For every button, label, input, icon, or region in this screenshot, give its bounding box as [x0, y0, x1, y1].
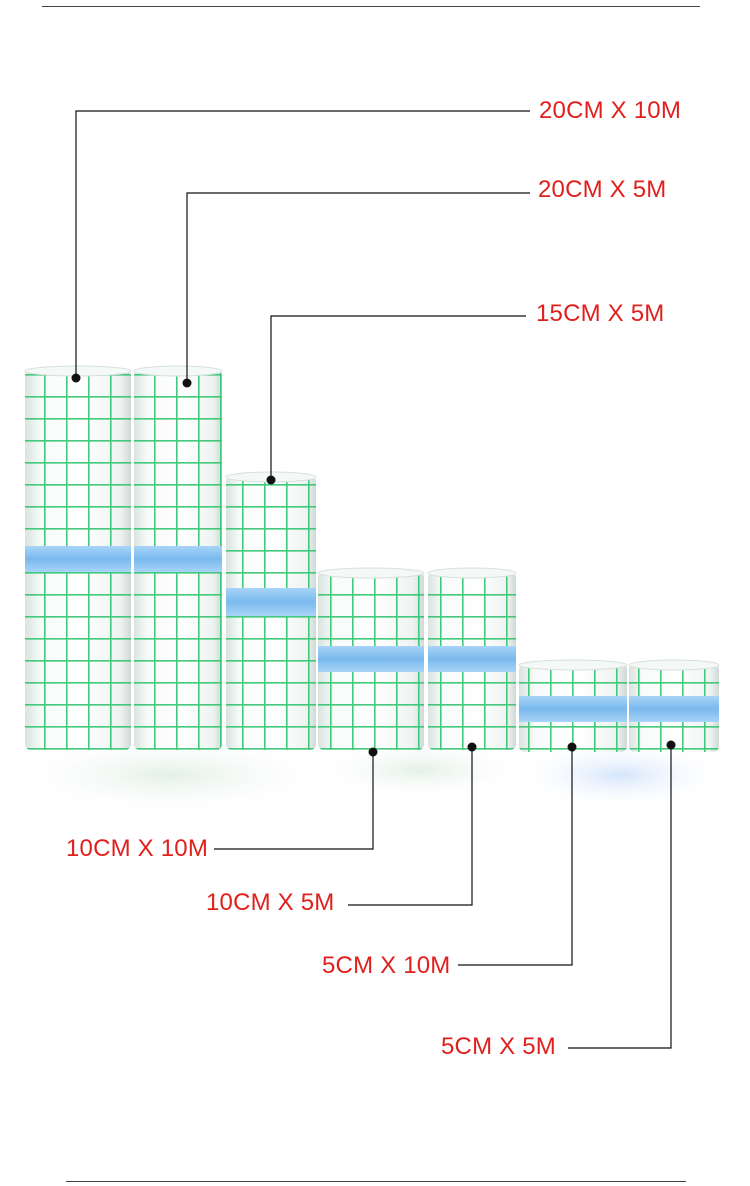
roll-reflection: [310, 740, 530, 800]
leader-dot: [666, 740, 676, 750]
leader-dot: [266, 475, 276, 485]
size-label-10cm-5m: 10CM X 5M: [206, 889, 335, 916]
leader-line: [270, 315, 526, 480]
leader-line: [214, 752, 374, 850]
roll-reflection: [0, 735, 340, 815]
roll-10cm-10m: [317, 567, 425, 750]
size-label-5cm-10m: 5CM X 10M: [322, 952, 451, 979]
size-label-20cm-10m: 20CM X 10M: [539, 97, 682, 124]
leader-dot: [567, 742, 577, 752]
leader-line: [186, 192, 530, 383]
size-label-15cm-5m: 15CM X 5M: [536, 300, 665, 327]
leader-dot: [71, 373, 81, 383]
leader-dot: [368, 747, 378, 757]
roll-20cm-5m: [133, 365, 223, 750]
leader-line: [458, 747, 573, 966]
size-label-5cm-5m: 5CM X 5M: [441, 1033, 556, 1060]
roll-15cm-5m: [225, 471, 317, 750]
top-divider: [42, 6, 700, 7]
roll-5cm-10m: [518, 659, 628, 752]
bottom-divider: [66, 1181, 686, 1182]
roll-20cm-10m: [24, 365, 132, 750]
roll-5cm-5m: [628, 659, 720, 752]
leader-dot: [182, 378, 192, 388]
leader-line: [568, 745, 672, 1049]
leader-line: [348, 747, 473, 906]
leader-line: [75, 110, 530, 378]
roll-10cm-5m: [427, 567, 517, 750]
size-label-10cm-10m: 10CM X 10M: [66, 835, 209, 862]
size-label-20cm-5m: 20CM X 5M: [538, 176, 667, 203]
leader-dot: [467, 742, 477, 752]
roll-reflection: [510, 740, 730, 810]
